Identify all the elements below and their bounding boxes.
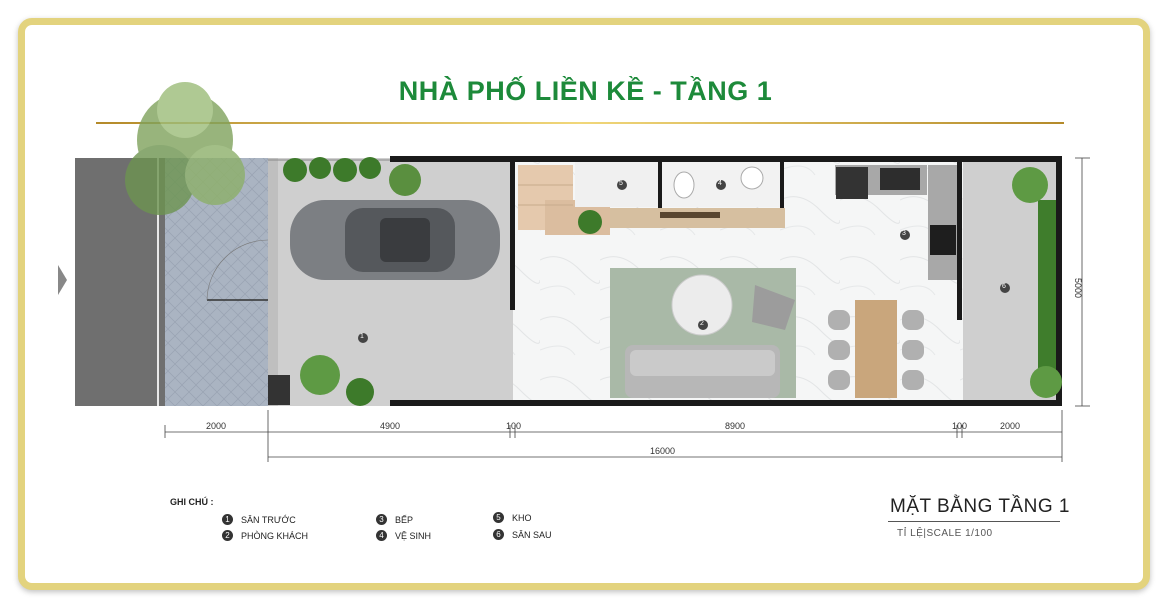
dim-interior: 8900 — [725, 421, 746, 431]
plant-icon — [283, 157, 1062, 406]
car-icon — [290, 200, 500, 280]
marker-3: 3 — [902, 230, 906, 237]
plan-title-underline — [888, 521, 1060, 522]
marker-2: 2 — [700, 320, 704, 327]
dimension-lines — [164, 157, 1090, 462]
legend-item-3: 3 BẾP — [376, 514, 413, 525]
dim-width: 5000 — [1073, 278, 1083, 299]
tree-icon — [125, 82, 245, 215]
dining-chairs — [828, 310, 924, 390]
dim-wall-a: 100 — [506, 421, 522, 431]
legend-label: SÂN TRƯỚC — [241, 514, 296, 525]
armchair — [752, 285, 795, 330]
room-markers — [358, 180, 1010, 343]
plan-title: MẶT BẰNG TẦNG 1 — [890, 496, 1070, 517]
dim-sidewalk: 2000 — [206, 421, 227, 431]
legend-number: 1 — [222, 514, 233, 525]
round-table — [671, 274, 733, 336]
hedge — [1038, 200, 1060, 370]
dim-back-yard: 2000 — [1000, 421, 1021, 431]
dining-table — [855, 300, 897, 398]
legend-label: BẾP — [395, 514, 414, 525]
dim-wall-b: 100 — [952, 421, 968, 431]
legend-label: VỆ SINH — [395, 530, 432, 541]
dim-total: 16000 — [650, 446, 676, 456]
kitchen-sink — [880, 168, 920, 190]
legend-item-2: 2 PHÒNG KHÁCH — [222, 530, 308, 541]
legend-number: 3 — [376, 514, 387, 525]
marker-6: 6 — [1002, 283, 1006, 290]
legend-label: PHÒNG KHÁCH — [241, 530, 309, 541]
entrance-arrow-icon — [58, 265, 67, 295]
marker-1: 1 — [360, 333, 364, 340]
fridge — [836, 167, 868, 199]
legend-label: SÂN SAU — [512, 529, 552, 540]
sink-icon — [740, 166, 764, 190]
legend-label: KHO — [512, 512, 532, 523]
legend-item-1: 1 SÂN TRƯỚC — [222, 514, 296, 525]
legend-number: 4 — [376, 530, 387, 541]
legend-item-5: 5 KHO — [493, 512, 532, 523]
legend-item-6: 6 SÂN SAU — [493, 529, 552, 540]
stove — [930, 225, 956, 255]
scale-label: TỈ LỆ|SCALE 1/100 — [897, 528, 993, 539]
title-underline — [96, 122, 1064, 124]
storage-room — [575, 162, 658, 207]
marker-5: 5 — [619, 180, 623, 187]
dim-front-yard: 4900 — [380, 421, 401, 431]
front-yard-strip — [268, 158, 278, 406]
legend-number: 2 — [222, 530, 233, 541]
marker-4: 4 — [718, 180, 722, 187]
page-title: NHÀ PHỐ LIỀN KỀ - TẦNG 1 — [398, 76, 773, 106]
legend-item-4: 4 VỆ SINH — [376, 530, 431, 541]
walls — [390, 156, 1062, 406]
legend-heading: GHI CHÚ : — [170, 497, 214, 507]
toilet-icon — [673, 171, 695, 199]
legend-number: 6 — [493, 529, 504, 540]
legend-number: 5 — [493, 512, 504, 523]
